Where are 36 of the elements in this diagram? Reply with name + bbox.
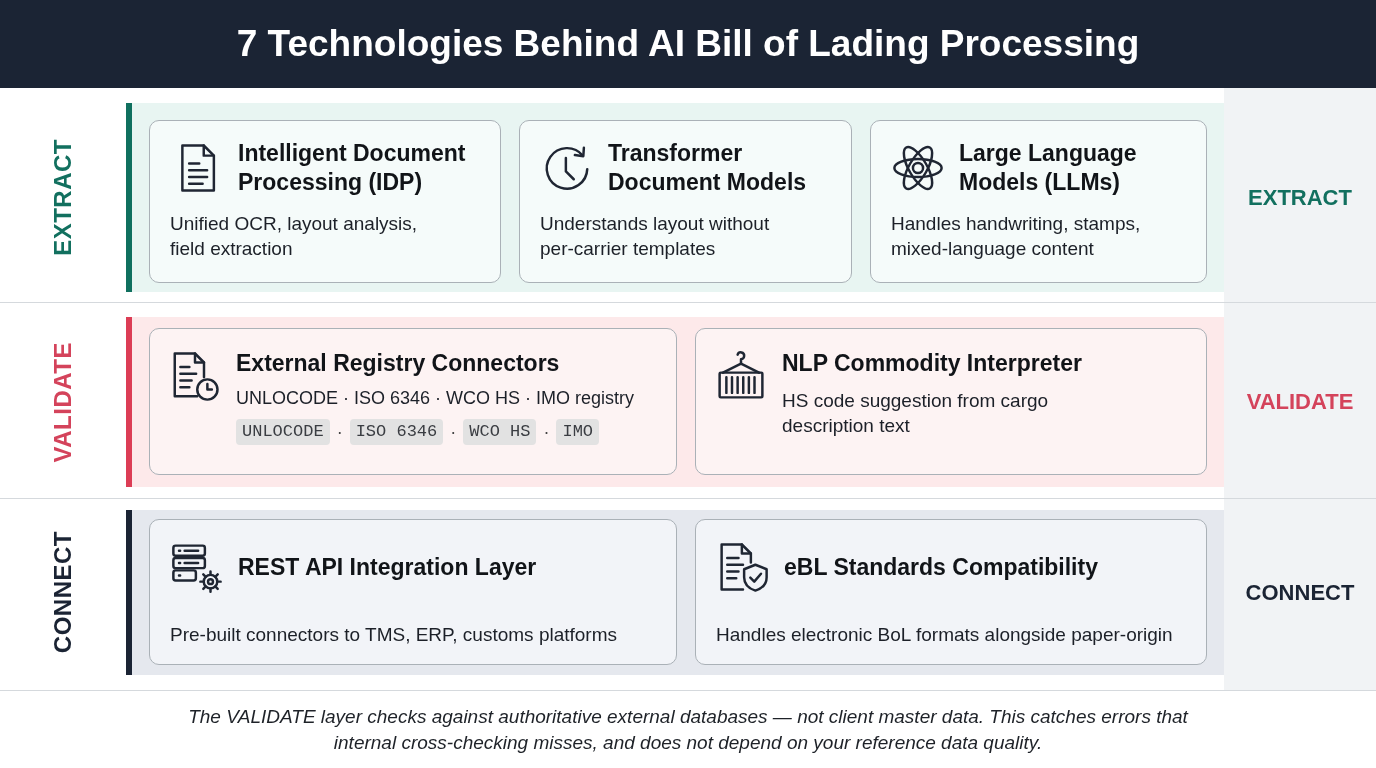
card-title: External Registry Connectors: [236, 349, 561, 378]
card-title: Intelligent Document Processing (IDP): [238, 139, 467, 197]
separator: ·: [450, 421, 457, 443]
card-description: Pre-built connectors to TMS, ERP, customs platforms: [170, 623, 619, 647]
layer-label: VALIDATE: [1246, 389, 1354, 415]
card-description: HS code suggestion from cargo description text: [782, 389, 1050, 438]
layer-label: EXTRACT: [1248, 184, 1352, 211]
technology-card: [149, 328, 677, 475]
layer-label: CONNECT: [1245, 579, 1355, 606]
card-description: Unified OCR, layout analysis, field extraction: [170, 212, 419, 261]
code-tag: IMO: [556, 419, 600, 445]
technology-card: [695, 519, 1207, 665]
card-description: Handles handwriting, stamps, mixed-language content: [891, 212, 1142, 261]
separator: ·: [543, 421, 550, 443]
layer-label: VALIDATE: [49, 341, 77, 463]
technology-card: [149, 519, 677, 665]
card-description: Handles electronic BoL formats alongside paper-origin: [716, 623, 1174, 647]
code-tag: WCO HS: [463, 419, 537, 445]
caption: The VALIDATE layer checks against authoritative external databases — not client master data. This catches errors that internal cross-checking misses, and does not depend on your reference data quality.: [187, 705, 1190, 755]
separator: ·: [336, 421, 343, 443]
card-description: UNLOCODE · ISO 6346 · WCO HS · IMO registry: [236, 387, 635, 410]
technology-card: [519, 120, 852, 283]
technology-card: [149, 120, 501, 283]
layer-label: CONNECT: [49, 531, 77, 654]
card-title: NLP Commodity Interpreter: [782, 349, 1083, 378]
card-title: Large Language Models (LLMs): [959, 139, 1138, 197]
code-tag: UNLOCODE: [236, 419, 330, 445]
card-title: REST API Integration Layer: [238, 552, 537, 582]
layer-label: EXTRACT: [49, 139, 77, 256]
page-title: 7 Technologies Behind AI Bill of Lading Processing: [236, 22, 1140, 66]
card-description: Understands layout without per-carrier templates: [540, 212, 771, 261]
technology-card: [870, 120, 1207, 283]
technology-card: [695, 328, 1207, 475]
code-tag: ISO 6346: [349, 419, 444, 445]
card-title: Transformer Document Models: [608, 139, 808, 197]
card-title: eBL Standards Compatibility: [784, 552, 1098, 582]
